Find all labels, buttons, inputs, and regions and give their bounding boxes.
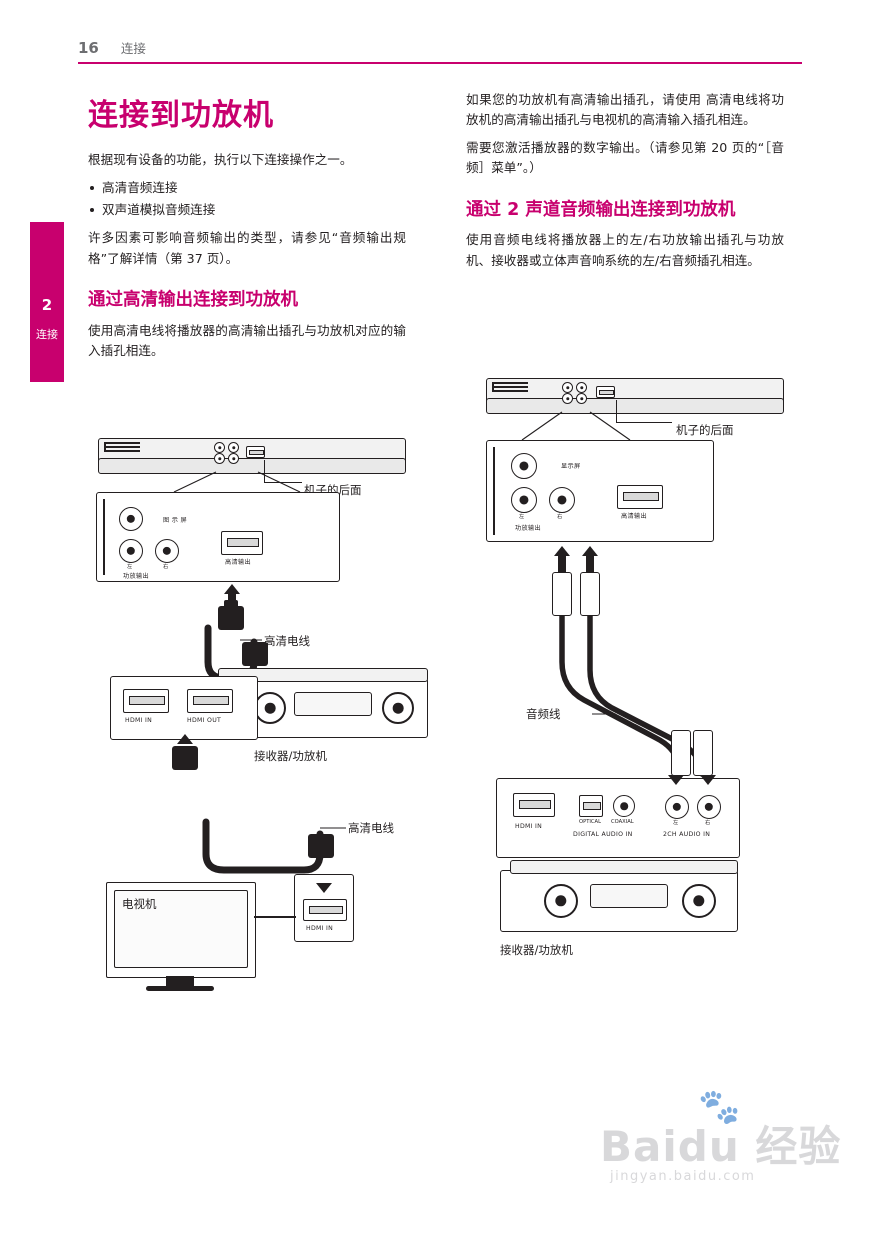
receiver-label-1: 接收器/功放机 [254,749,327,763]
chapter-tab-label: 连接 [36,328,58,341]
right-column: 如果您的功放机有高清输出插孔，请使用 高清电线将功放机的高清输出插孔与电视机的高… [466,90,784,278]
panel-right-label-2: 右 [557,514,563,520]
rca-plug-left-2 [671,730,691,776]
page-header: 16 连接 [78,38,802,57]
right-body-paragraph: 使用音频电线将播放器上的左/右功放输出插孔与功放机、接收器或立体声音响系统的左/… [466,232,784,268]
left-subtitle: 通过高清输出连接到功放机 [88,289,298,310]
hdmi-in-label-2: HDMI IN [515,823,543,830]
optical-label: OPTICAL [579,819,601,825]
receiver-input-panel-1: HDMI IN HDMI OUT [110,676,258,740]
page-title: 连接到功放机 [88,98,274,133]
chapter-tab-number: 2 [41,296,53,314]
rca-plug-right [580,572,600,616]
rca-plug-left [552,572,572,616]
cable-label-2: 高清电线 [348,821,394,835]
player-rear-panel-zoom-2: 显示屏 左 右 功放输出 高清输出 [486,440,714,542]
connect-arrow-up-2 [177,734,193,744]
connect-arrow-up-1 [224,584,240,594]
watermark-sub: jingyan.baidu.com [610,1169,756,1184]
left-bullet-list: 高清音频连接 双声道模拟音频连接 [88,177,406,220]
connect-arrow-down-1 [316,883,332,893]
hdmi-plug-4 [308,834,334,858]
connect-arrow-down-3 [700,775,716,785]
header-section-label: 连接 [120,41,146,56]
right-paragraph-2: 需要您激活播放器的数字输出。（请参见第 20 页的“［音频］菜单”。） [466,139,784,176]
left-body-paragraph: 使用高清电线将播放器的高清输出插孔与功放机对应的输入插孔相连。 [88,322,406,358]
audio-cable-label: 音频线 [526,707,561,721]
ch2-audio-in-label: 2CH AUDIO IN [663,831,711,838]
tv-hdmi-in-panel: HDMI IN [294,874,354,942]
panel-hdmi-out-label-2: 高清输出 [621,513,647,520]
panel-amp-out-label-2: 功放输出 [515,525,541,532]
panel-left-label: 左 [127,564,133,570]
panel-video-label-2: 显示屏 [561,463,581,470]
panel-amp-out-label: 功放输出 [123,573,149,580]
hdmi-plug-1 [218,606,244,630]
connect-arrow-up-4 [582,546,598,556]
figure-2ch-audio-connection: 机子的后面 显示屏 左 右 功放输出 高清输出 [466,370,806,957]
receiver-right-label: 右 [705,820,711,826]
chapter-tab: 2 连接 [30,222,64,382]
receiver-label-2: 接收器/功放机 [500,943,573,957]
list-item: 双声道模拟音频连接 [88,199,406,220]
watermark: 🐾 Baidu 经验 jingyan.baidu.com [600,1087,850,1205]
left-note-paragraph: 许多因素可影响音频输出的类型，请参见“音频输出规格”了解详情（第 37 页）。 [88,230,406,266]
left-intro-paragraph: 根据现有设备的功能，执行以下连接操作之一。 [88,152,353,167]
panel-video-label: 图 示 屏 [163,517,187,524]
hdmi-out-label-1: HDMI OUT [187,717,222,724]
rear-view-label-2: 机子的后面 [676,423,734,437]
tv-hdmi-in-label: HDMI IN [306,925,334,932]
hdmi-plug-2 [242,642,268,666]
connect-arrow-up-3 [554,546,570,556]
rca-plug-right-2 [693,730,713,776]
cable-label-1: 高清电线 [264,634,310,648]
panel-right-label: 右 [163,564,169,570]
watermark-main: Baidu 经验 [600,1122,842,1171]
page-number: 16 [78,39,99,57]
receiver-left-label: 左 [673,820,679,826]
hdmi-plug-3 [172,746,198,770]
coaxial-label: COAXIAL [611,819,634,825]
list-item: 高清音频连接 [88,177,406,198]
left-column: 连接到功放机 根据现有设备的功能，执行以下连接操作之一。 高清音频连接 双声道模… [88,90,406,368]
hdmi-in-label-1: HDMI IN [125,717,153,724]
tv-label: 电视机 [122,897,157,911]
header-rule [78,62,802,64]
receiver-input-panel-2: HDMI IN OPTICAL COAXIAL DIGITAL AUDIO IN… [496,775,740,858]
right-subtitle: 通过 2 声道音频输出连接到功放机 [466,199,736,220]
panel-left-label-2: 左 [519,514,525,520]
right-paragraph-1: 如果您的功放机有高清输出插孔，请使用 高清电线将功放机的高清输出插孔与电视机的高… [466,92,784,128]
connect-arrow-down-2 [668,775,684,785]
player-rear-panel-zoom: 图 示 屏 左 右 功放输出 高清输出 [96,492,340,582]
panel-hdmi-out-label: 高清输出 [225,559,251,566]
digital-audio-in-label: DIGITAL AUDIO IN [573,831,633,838]
paw-icon: 🐾 [698,1087,741,1127]
figure-hdmi-connection: 机子的后面 图 示 屏 左 右 功 [88,430,428,991]
